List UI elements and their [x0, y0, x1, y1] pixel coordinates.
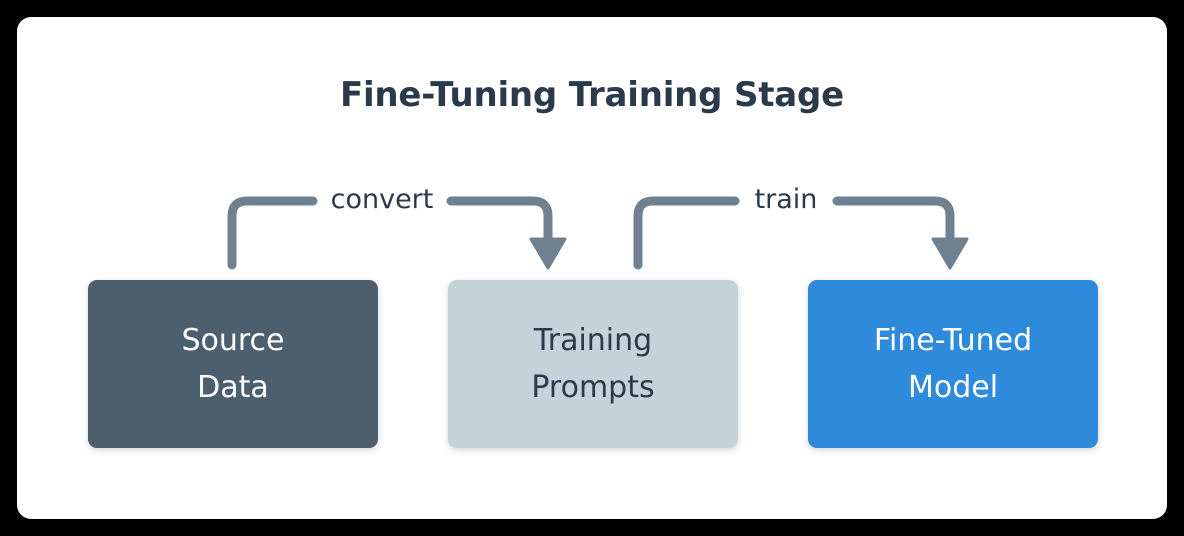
node-fine-tuned-model-label-1: Fine-Tuned: [873, 322, 1033, 358]
node-fine-tuned-model-label-2: Model: [907, 370, 999, 405]
edge-convert-segment-left: [227, 196, 318, 270]
node-training-prompts-label-1: Training: [533, 322, 653, 358]
node-fine-tuned-model[interactable]: Fine-Tuned Model: [808, 280, 1098, 448]
diagram-canvas: Fine-Tuning Training Stage convert train…: [17, 17, 1167, 519]
edge-convert-arrowhead-icon: [529, 237, 567, 270]
edge-label-train: train: [754, 184, 818, 215]
arrow-layer: [227, 196, 969, 270]
node-source-data-label-2: Data: [197, 370, 269, 405]
edge-label-convert: convert: [330, 184, 434, 215]
edge-train: [633, 196, 969, 270]
node-source-data-label-1: Source: [181, 322, 285, 358]
edge-train-segment-left: [633, 196, 740, 270]
node-training-prompts-label-2: Prompts: [531, 370, 655, 405]
edge-convert: [227, 196, 567, 270]
edge-convert-segment-right: [446, 196, 553, 250]
node-source-data[interactable]: Source Data: [88, 280, 378, 448]
edge-train-arrowhead-icon: [931, 237, 969, 270]
edge-train-segment-right: [832, 196, 955, 250]
page-title: Fine-Tuning Training Stage: [339, 75, 845, 115]
node-training-prompts[interactable]: Training Prompts: [448, 280, 738, 448]
